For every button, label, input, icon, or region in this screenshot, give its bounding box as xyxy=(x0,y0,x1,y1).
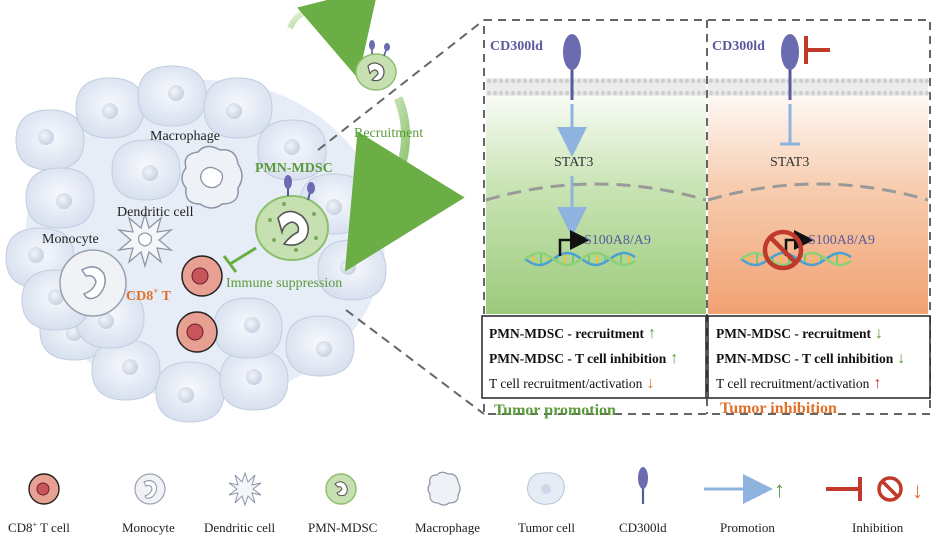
pmn-mdsc-cell xyxy=(255,175,329,261)
monocyte-label: Monocyte xyxy=(42,232,99,247)
legend-promotion-label: Promotion xyxy=(720,520,775,535)
legend-cd8-icon xyxy=(28,473,60,505)
left-outcome-arrow: ↓ xyxy=(646,375,654,392)
tumor-cell xyxy=(111,139,181,201)
tumor-cell xyxy=(155,361,225,423)
nucleus-border-right xyxy=(707,182,929,202)
nucleus-border-left xyxy=(485,182,707,202)
left-outcome-row: T cell recruitment/activation↓ xyxy=(489,375,654,392)
right-stat3-label: STAT3 xyxy=(770,155,809,170)
legend-tumor-label: Tumor cell xyxy=(518,520,575,535)
legend-inhibition-label: Inhibition xyxy=(852,520,904,535)
left-outcome-arrow: ↑ xyxy=(670,350,678,367)
right-outcome-row: PMN-MDSC - recruitment↓ xyxy=(716,325,883,342)
right-outcome-label: Tumor inhibition xyxy=(720,400,837,417)
macrophage-label: Macrophage xyxy=(150,129,220,144)
dendritic-cell xyxy=(116,211,174,269)
tumor-cell xyxy=(317,239,387,301)
recruitment-label: Recruitment xyxy=(354,126,423,141)
left-panel: CD300ld STAT3 S100A8/A9 xyxy=(485,34,708,314)
legend-tumor-icon xyxy=(527,472,565,505)
legend-monocyte-icon xyxy=(134,473,166,505)
legend-dendritic-label: Dendritic cell xyxy=(204,520,275,535)
dna-icon xyxy=(524,251,636,267)
tumor-cell xyxy=(91,339,161,401)
legend: CD8+ T cell Monocyte Dendritic cell PMN-… xyxy=(8,467,923,535)
left-receptor-label: CD300ld xyxy=(490,39,543,54)
right-receptor-to-stat3-inhibit xyxy=(780,104,800,146)
top-curve-arrow xyxy=(287,0,379,79)
left-stat3-label: STAT3 xyxy=(554,155,593,170)
right-outcome-arrow: ↑ xyxy=(873,375,881,392)
legend-monocyte-label: Monocyte xyxy=(122,520,175,535)
tumor-cell xyxy=(75,77,145,139)
right-outcome-row: PMN-MDSC - T cell inhibition↓ xyxy=(716,350,905,367)
pmn-mdsc-label: PMN-MDSC xyxy=(255,161,333,176)
zoom-line-bottom xyxy=(345,309,485,415)
membrane-right xyxy=(708,78,930,96)
circulating-pmn-mdsc-cell xyxy=(355,40,397,91)
tumor-cell xyxy=(203,77,273,139)
legend-receptor-label: CD300ld xyxy=(619,520,667,535)
cd8-t-cell xyxy=(176,311,218,353)
macrophage-cell xyxy=(181,145,243,209)
membrane-left xyxy=(486,78,708,96)
cd300ld-receptor-icon xyxy=(781,34,799,100)
left-outcome-row: PMN-MDSC - recruitment↑ xyxy=(489,325,656,342)
legend-down-arrow: ↓ xyxy=(912,478,923,503)
tumor-cell xyxy=(25,167,95,229)
tumor-cell xyxy=(257,119,327,181)
blocker-icon xyxy=(804,36,830,64)
tumor-cells xyxy=(5,65,387,423)
cd300ld-receptor-icon xyxy=(563,34,581,100)
tumor-cell xyxy=(137,65,207,127)
left-outcome-arrow: ↑ xyxy=(648,325,656,342)
right-panel: CD300ld STAT3 S100A8/A9 xyxy=(707,34,930,314)
cd8-t-cell xyxy=(181,255,223,297)
tumor-cell xyxy=(213,297,283,359)
legend-macrophage-icon xyxy=(427,471,461,506)
right-outcome-arrow: ↓ xyxy=(897,350,905,367)
tumor-cell xyxy=(285,315,355,377)
legend-macrophage-label: Macrophage xyxy=(415,520,480,535)
transcription-start-arrow xyxy=(558,230,590,256)
recruitment-arrow xyxy=(344,96,465,272)
right-gene-label: S100A8/A9 xyxy=(808,233,875,248)
cd8-label: CD8+ T xyxy=(126,286,172,304)
legend-up-arrow: ↑ xyxy=(774,477,785,502)
right-receptor-label: CD300ld xyxy=(712,39,765,54)
zoom-line-top xyxy=(317,19,485,151)
legend-inhibition-bar-icon xyxy=(826,477,862,501)
right-outcome-box xyxy=(707,315,931,399)
legend-no-icon xyxy=(877,476,903,502)
right-outcome-row: T cell recruitment/activation↑ xyxy=(716,375,881,392)
legend-pmn-icon xyxy=(325,473,357,505)
legend-cd8-label: CD8+ T cell xyxy=(8,520,70,535)
tumor-cell xyxy=(219,349,289,411)
left-outcome-row: PMN-MDSC - T cell inhibition↑ xyxy=(489,350,678,367)
left-outcome-label: Tumor promotion xyxy=(494,402,616,419)
monocyte-cell xyxy=(59,249,127,317)
no-transcription-icon xyxy=(762,229,804,271)
immune-suppression-label: Immune suppression xyxy=(226,276,342,291)
legend-dendritic-icon xyxy=(228,471,262,507)
right-outcome-arrow: ↓ xyxy=(875,325,883,342)
immune-suppression-inhibit-arrow xyxy=(222,246,257,273)
dendritic-cell-label: Dendritic cell xyxy=(117,205,194,220)
tumor-mass xyxy=(5,65,387,423)
legend-pmn-label: PMN-MDSC xyxy=(308,520,377,535)
left-gene-label: S100A8/A9 xyxy=(584,233,651,248)
tumor-cell xyxy=(15,109,85,171)
left-outcome-box xyxy=(481,315,707,399)
legend-receptor-icon xyxy=(638,467,648,504)
